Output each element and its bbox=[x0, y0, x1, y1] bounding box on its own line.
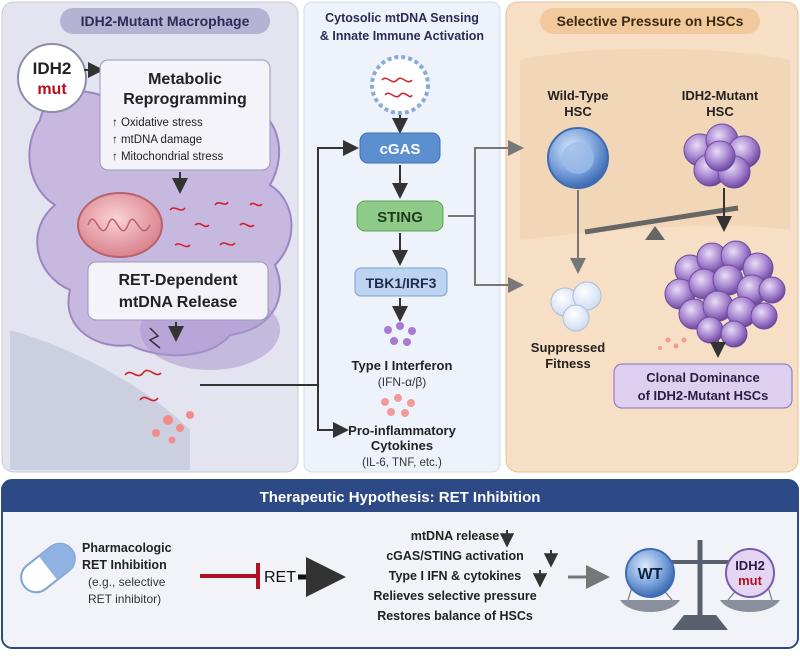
idh2-mut-badge bbox=[17, 43, 87, 113]
ret-release-title-2: mtDNA Release bbox=[119, 294, 238, 311]
reprogramming-title-1: Metabolic bbox=[148, 71, 222, 88]
drug-label-4: RET inhibitor) bbox=[88, 592, 161, 606]
sting-node bbox=[356, 200, 444, 232]
pressure-title: Selective Pressure on HSCs bbox=[557, 13, 744, 29]
tbk1-irf3-label: TBK1/IRF3 bbox=[366, 275, 437, 291]
interferon-particles bbox=[384, 322, 416, 346]
sting-to-hsc-arrow-bottom bbox=[474, 216, 524, 293]
suppressed-cells bbox=[550, 281, 602, 332]
reprogramming-item: ↑ Oxidative stress bbox=[112, 117, 203, 129]
clone-debris bbox=[658, 337, 687, 350]
wt-weight-label: WT bbox=[638, 566, 663, 583]
clonal-dominance-box bbox=[613, 363, 793, 409]
sensing-panel: Cytosolic mtDNA Sensing & Innate Immune … bbox=[303, 1, 501, 473]
sensing-title-2: & Innate Immune Activation bbox=[320, 29, 484, 43]
clonal-dominance-label-1: Clonal Dominance bbox=[646, 370, 759, 385]
effect-item: Type I IFN & cytokines bbox=[389, 569, 521, 583]
balance-scale-icon bbox=[620, 540, 780, 630]
seesaw-fulcrum bbox=[645, 226, 665, 240]
ret-target-label: RET bbox=[264, 569, 296, 586]
wild-type-label-2: HSC bbox=[564, 104, 592, 119]
connector-to-cytokines bbox=[317, 385, 349, 438]
macrophage-panel: IDH2-Mutant Macrophage IDH2 mut Metaboli… bbox=[1, 1, 299, 473]
therapeutic-title: Therapeutic Hypothesis: RET Inhibition bbox=[260, 489, 541, 506]
membrane-break-mark bbox=[148, 327, 161, 349]
therapeutic-panel: Therapeutic Hypothesis: RET Inhibition P… bbox=[1, 479, 799, 649]
connector-to-cgas bbox=[200, 140, 359, 386]
sensing-title-1: Cytosolic mtDNA Sensing bbox=[325, 11, 479, 25]
drug-label-3: (e.g., selective bbox=[88, 575, 166, 589]
therapeutic-header-bar bbox=[2, 480, 798, 512]
interferon-label-2: (IFN-α/β) bbox=[378, 375, 427, 389]
reprogramming-title-2: Reprogramming bbox=[123, 91, 247, 108]
released-mtdna bbox=[124, 369, 194, 444]
suppressed-label-1: Suppressed bbox=[531, 340, 605, 355]
macrophage-title-pill bbox=[60, 8, 270, 34]
badge-mut-text: mut bbox=[37, 81, 67, 98]
reprogramming-item: ↑ Mitochondrial stress bbox=[112, 151, 223, 163]
sting-to-hsc-arrow-top bbox=[448, 140, 524, 217]
badge-idh2-text: IDH2 bbox=[33, 59, 72, 78]
macrophage-title: IDH2-Mutant Macrophage bbox=[81, 13, 250, 29]
effect-item: Relieves selective pressure bbox=[373, 589, 536, 603]
sting-label: STING bbox=[377, 209, 423, 226]
effect-item: Restores balance of HSCs bbox=[377, 609, 533, 623]
reprogramming-item: ↑ mtDNA damage bbox=[112, 134, 202, 146]
expanded-mutant-clone bbox=[664, 240, 786, 348]
cytokine-particles bbox=[381, 394, 415, 417]
drug-capsule-icon bbox=[20, 542, 76, 594]
cgas-label: cGAS bbox=[380, 141, 421, 158]
cgas-node bbox=[359, 132, 441, 164]
selective-pressure-panel: Selective Pressure on HSCs Wild-Type HSC… bbox=[505, 1, 799, 473]
cytosolic-mtdna-ring bbox=[370, 55, 430, 115]
cytokine-label-3: (IL-6, TNF, etc.) bbox=[362, 457, 442, 469]
clonal-dominance-label-2: of IDH2-Mutant HSCs bbox=[638, 388, 769, 403]
mutant-label-2: HSC bbox=[706, 104, 734, 119]
tbk1-irf3-node bbox=[354, 267, 448, 297]
wild-type-label-1: Wild-Type bbox=[547, 88, 608, 103]
tissue-shape bbox=[10, 330, 190, 470]
drug-label-1: Pharmacologic bbox=[82, 541, 172, 555]
reprogramming-box bbox=[99, 59, 271, 171]
effect-item: mtDNA release bbox=[411, 529, 500, 543]
ret-release-box bbox=[87, 261, 269, 321]
mutant-hsc-cluster bbox=[683, 123, 761, 189]
bone-marrow-backdrop bbox=[520, 48, 790, 240]
effect-item: cGAS/STING activation bbox=[386, 549, 524, 563]
mut-weight-label-1: IDH2 bbox=[735, 558, 765, 573]
cytokine-label-2: Cytokines bbox=[371, 438, 433, 453]
mutant-label-1: IDH2-Mutant bbox=[682, 88, 759, 103]
drug-label-2: RET Inhibition bbox=[82, 558, 167, 572]
suppressed-label-2: Fitness bbox=[545, 356, 591, 371]
ret-release-title-1: RET-Dependent bbox=[118, 272, 238, 289]
seesaw-beam bbox=[584, 205, 739, 235]
interferon-label-1: Type I Interferon bbox=[352, 358, 453, 373]
pressure-title-pill bbox=[540, 8, 760, 34]
mut-weight-label-2: mut bbox=[738, 573, 763, 588]
mitochondrion-illustration bbox=[77, 192, 163, 258]
cytokine-label-1: Pro-inflammatory bbox=[348, 423, 456, 438]
mtdna-fragments bbox=[169, 201, 263, 248]
wild-type-hsc-cell bbox=[547, 127, 609, 189]
mutant-hsc-weight bbox=[725, 548, 775, 598]
wt-hsc-weight bbox=[625, 548, 675, 598]
